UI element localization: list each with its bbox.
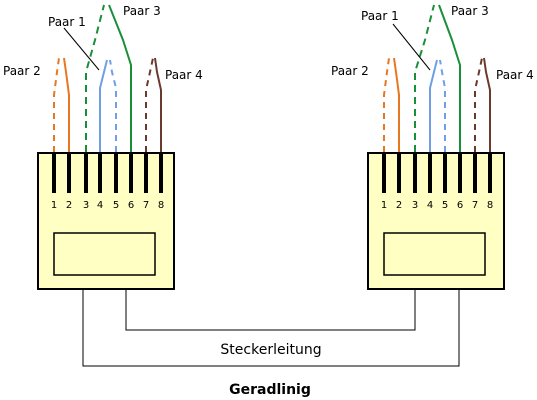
right-label-paar1: Paar 1 <box>361 9 399 23</box>
right-label-paar4: Paar 4 <box>496 68 534 82</box>
cable-label: Steckerleitung <box>220 342 321 358</box>
right-pin-number: 1 <box>381 200 387 211</box>
left-wire-1-orange-white <box>53 57 60 152</box>
right-pin-number: 4 <box>427 200 433 211</box>
right-wire-2-orange <box>393 57 400 152</box>
left-wire-3-green-white <box>85 4 105 152</box>
right-wire-5-blue-white <box>439 59 446 152</box>
right-wire-3-green-white <box>414 4 435 152</box>
right-paar1-leader <box>392 23 431 71</box>
right-wire-4-blue <box>429 59 438 152</box>
diagram-caption: Geradlinig <box>229 382 311 398</box>
left-wires <box>53 4 162 152</box>
right-label-paar3: Paar 3 <box>451 4 489 18</box>
right-wire-7-brown-white <box>474 57 483 152</box>
left-label-paar1: Paar 1 <box>48 15 86 29</box>
left-wire-4-blue <box>99 59 108 152</box>
right-pin-number: 8 <box>487 200 493 211</box>
left-label-paar4: Paar 4 <box>165 68 203 82</box>
left-label-paar3: Paar 3 <box>123 4 161 18</box>
left-wire-5-blue-white <box>109 59 117 152</box>
left-pin-number: 6 <box>128 200 134 211</box>
right-pin-number: 6 <box>457 200 463 211</box>
right-pin-number: 3 <box>412 200 418 211</box>
right-pin-number: 7 <box>472 200 478 211</box>
left-wire-6-green <box>108 4 132 152</box>
right-pin-number: 2 <box>396 200 402 211</box>
right-label-paar2: Paar 2 <box>331 64 369 78</box>
left-paar1-leader <box>63 27 100 71</box>
cable-outer-line <box>82 289 460 367</box>
left-contacts <box>52 153 163 193</box>
left-plug: 1 2 3 4 5 6 7 8 Paar 2 Paar 1 Paar 3 Paa… <box>3 4 203 290</box>
left-wire-2-orange <box>63 57 70 152</box>
right-contacts <box>382 153 492 193</box>
left-pin-number: 5 <box>113 200 119 211</box>
cable-label-bg <box>212 338 330 360</box>
left-plug-latch <box>53 232 156 276</box>
left-wire-8-brown <box>154 57 162 152</box>
right-wires <box>383 4 491 152</box>
left-pin-number: 2 <box>66 200 72 211</box>
patch-cable <box>82 289 460 367</box>
right-wire-6-green <box>438 4 461 152</box>
right-plug-latch <box>383 232 486 276</box>
right-pin-number: 5 <box>442 200 448 211</box>
right-wire-1-orange-white <box>383 57 390 152</box>
left-wire-7-brown-white <box>145 57 154 152</box>
left-label-paar2: Paar 2 <box>3 64 41 78</box>
right-wire-8-brown <box>483 57 491 152</box>
left-pin-number: 1 <box>51 200 57 211</box>
right-plug: 1 2 3 4 5 6 7 8 Paar 2 Paar 1 Paar 3 Paa… <box>331 4 534 290</box>
left-pin-number: 4 <box>97 200 103 211</box>
left-pin-number: 7 <box>143 200 149 211</box>
cable-inner-line <box>125 289 416 331</box>
left-pin-number: 8 <box>158 200 164 211</box>
left-pin-number: 3 <box>83 200 89 211</box>
